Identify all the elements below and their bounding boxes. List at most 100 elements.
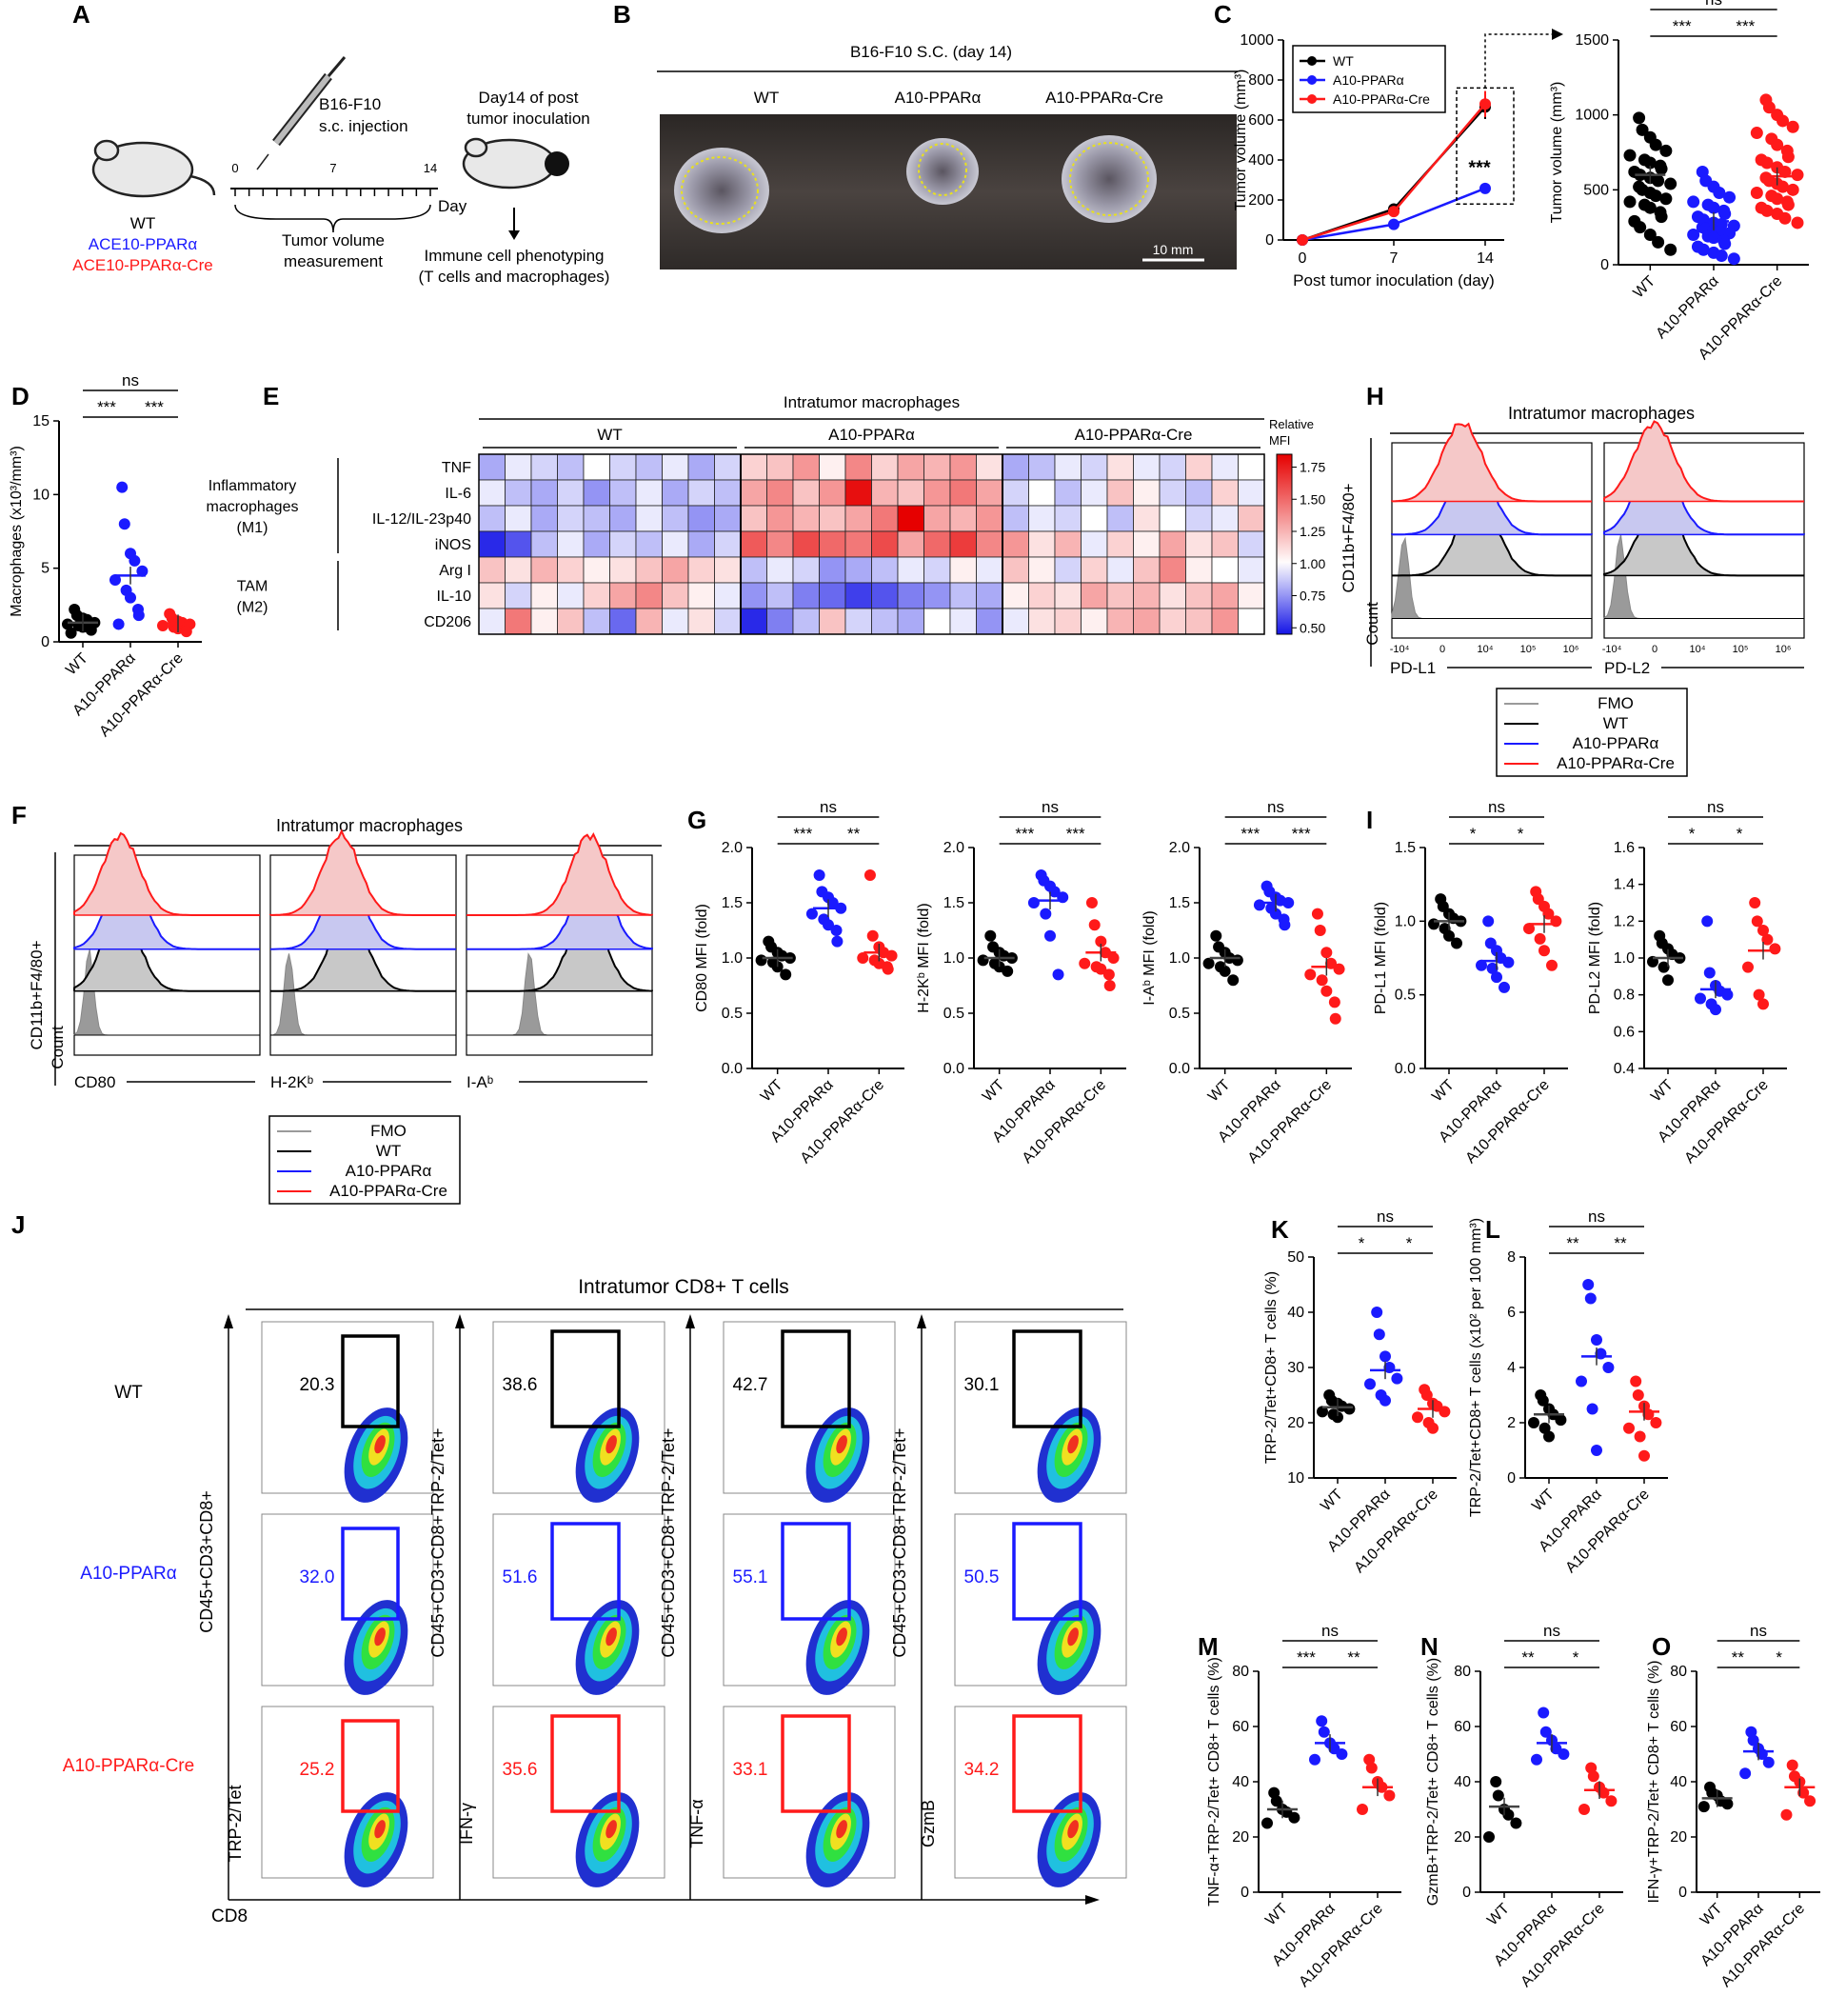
legend-label: FMO: [1598, 694, 1634, 712]
data-point: [1380, 1350, 1391, 1363]
data-point: [1649, 190, 1662, 203]
heatmap-cell: [1133, 505, 1161, 532]
x-tick-label: 0: [1652, 644, 1657, 655]
heatmap-cell: [583, 608, 610, 635]
data-point: [1383, 1789, 1396, 1802]
heatmap-cell: [871, 556, 899, 584]
data-point: [1107, 952, 1120, 964]
panel-letter: M: [1198, 1632, 1219, 1661]
data-point: [823, 919, 834, 931]
heatmap-cell: [1028, 608, 1056, 635]
sig-label: **: [1732, 1648, 1745, 1667]
histogram-title: Intratumor macrophages: [276, 816, 463, 835]
panel-letter: F: [11, 801, 27, 829]
histogram-frame: [1603, 442, 1805, 639]
heatmap-cell: [792, 608, 820, 635]
x-tick-label: 14: [1477, 250, 1494, 267]
brace-label: Tumor volume: [282, 231, 385, 250]
sig-label: *: [1737, 825, 1743, 843]
gate-percent: 42.7: [733, 1375, 768, 1395]
heatmap-cell: [1159, 453, 1186, 481]
marker-label: TNF-α: [687, 1799, 706, 1847]
heatmap-cell: [740, 479, 767, 507]
arrow-head: [455, 1314, 465, 1328]
sig-label: ns: [1543, 1622, 1560, 1640]
data-point: [1538, 1707, 1550, 1719]
y-axis-label: TNF-α+TRP-2/Tet+ CD8+ T cells (%): [1206, 1657, 1222, 1906]
heatmap-cell: [1106, 479, 1134, 507]
heatmap-cell: [766, 453, 794, 481]
data-point: [157, 619, 169, 631]
x-tick-label: A10-PPARα-Cre: [1681, 1077, 1771, 1167]
panel-letter-a: A: [72, 0, 90, 29]
sig-label: ns: [1588, 1208, 1605, 1226]
data-point: [1760, 156, 1774, 170]
x-axis-label: CD8: [211, 1906, 248, 1926]
data-point: [1727, 252, 1740, 266]
data-point: [1715, 250, 1728, 263]
heatmap-cell: [766, 505, 794, 532]
heatmap-cell: [1002, 530, 1029, 558]
sig-label: ***: [1241, 825, 1260, 843]
histogram-fill: [270, 830, 456, 915]
injection-label: B16-F10: [319, 95, 381, 113]
y-tick-label: 1.0: [1395, 913, 1416, 929]
heatmap-group-label: A10-PPARα-Cre: [1075, 426, 1193, 444]
heatmap-cell: [976, 556, 1003, 584]
heatmap-cell: [1238, 453, 1265, 481]
heatmap-cell: [792, 582, 820, 609]
heatmap-cell: [1211, 479, 1239, 507]
data-point: [1412, 1411, 1423, 1424]
endpoint-label: Day14 of post: [479, 89, 579, 107]
panel-letter: I: [1366, 806, 1373, 834]
data-point: [1479, 98, 1491, 110]
heatmap-cell: [819, 608, 846, 635]
timeline-tick-7: 7: [329, 161, 336, 175]
data-point: [1443, 929, 1455, 942]
heatmap-cell: [740, 453, 767, 481]
brace-label-2: measurement: [284, 252, 383, 270]
heatmap-cell: [1159, 556, 1186, 584]
heatmap-cell: [897, 453, 924, 481]
x-tick-label: -10⁴: [1390, 644, 1410, 655]
y-tick-label: 8: [1507, 1249, 1516, 1266]
data-point: [1718, 208, 1732, 221]
heatmap-cell: [819, 530, 846, 558]
data-point: [1750, 127, 1763, 140]
x-tick-label: A10-PPARα-Cre: [1296, 1901, 1385, 1990]
x-tick-label: A10-PPARα-Cre: [1562, 1487, 1652, 1576]
y-tick-label: 0: [1265, 232, 1274, 249]
data-point: [1297, 234, 1308, 246]
sig-label: ***: [97, 398, 116, 416]
y-tick-label: 0: [1600, 257, 1609, 273]
photo-label-cre: A10-PPARα-Cre: [1045, 89, 1163, 107]
scatter-I1: I0.00.51.01.5PD-L1 MFI (fold)WTA10-PPARα…: [1366, 798, 1568, 1167]
x-tick-label: WT: [980, 1077, 1008, 1106]
sig-label: ns: [1042, 798, 1059, 816]
colorbar-tick-label: 0.75: [1300, 589, 1325, 604]
heatmap-cell: [897, 582, 924, 609]
heatmap-cell: [635, 453, 663, 481]
x-tick-label: -10⁴: [1602, 644, 1622, 655]
heatmap-row-label: IL-10: [437, 589, 472, 605]
heatmap-cell: [740, 582, 767, 609]
data-point: [1002, 965, 1014, 977]
data-point: [1769, 943, 1781, 955]
y-tick-label: 0: [1507, 1470, 1516, 1487]
data-point: [1662, 974, 1674, 987]
data-point: [1476, 959, 1487, 971]
heatmap-cell: [1028, 530, 1056, 558]
data-point: [1332, 1411, 1343, 1424]
y-tick-label: 20: [1670, 1829, 1687, 1846]
arrow-head: [1552, 29, 1563, 40]
heatmap-cell: [557, 479, 585, 507]
photo-title: B16-F10 S.C. (day 14): [850, 43, 1012, 61]
data-point: [857, 952, 869, 964]
data-point: [1632, 1389, 1644, 1401]
data-point: [1687, 195, 1700, 209]
y-tick-label: 0.4: [1614, 1061, 1635, 1077]
data-point: [1761, 933, 1774, 946]
data-point: [116, 481, 129, 493]
